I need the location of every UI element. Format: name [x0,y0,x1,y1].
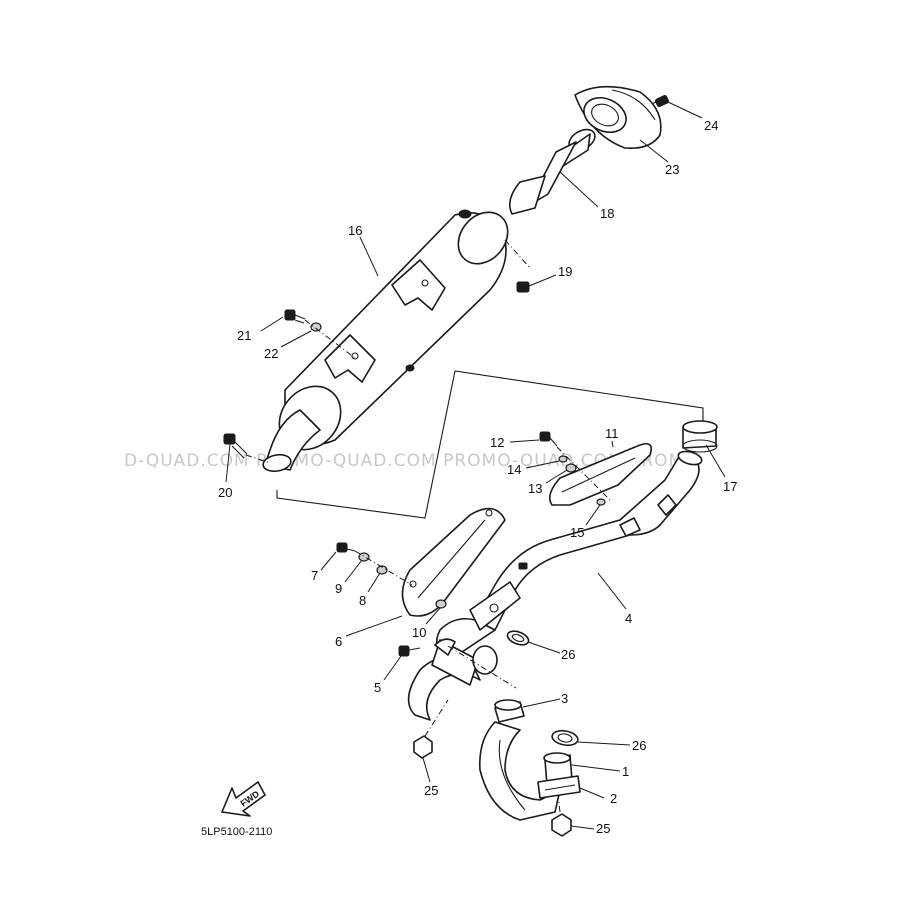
callout-3: 3 [561,691,568,706]
callout-5: 5 [374,680,381,695]
centerline-bolt-7 [354,550,413,586]
part-12-bolt [539,431,558,447]
callout-15: 15 [570,525,584,540]
part-21-bolt [284,309,306,324]
part-26-gasket-lower [551,729,579,747]
part-24-screw [651,94,669,108]
part-20-bolt [223,433,248,459]
part-16-muffler [262,209,509,473]
part-14-washer [558,455,568,463]
part-2-flange [537,775,581,799]
part-23-tail-cap [574,85,662,150]
callout-8: 8 [359,593,366,608]
callout-26-lower: 26 [632,738,646,753]
header-front-pipe [407,638,517,721]
part-18-inner-pipe [509,128,596,215]
callout-12: 12 [490,435,504,450]
callout-4: 4 [625,611,632,626]
callout-25-right: 25 [596,821,610,836]
callout-23: 23 [665,162,679,177]
part-15-collar [596,498,606,506]
part-25-nut-right [551,794,572,837]
leader-lines [225,101,726,830]
callout-26-upper: 26 [561,647,575,662]
assembly-frame [276,370,704,519]
part-26-gasket-upper [506,630,530,646]
part-8-washer [376,565,388,575]
callout-24: 24 [704,118,718,133]
callout-13: 13 [528,481,542,496]
callout-16: 16 [348,223,362,238]
callout-11: 11 [605,426,619,441]
callout-10: 10 [412,625,426,640]
callout-19: 19 [558,264,572,279]
part-17-gasket [682,420,718,453]
callout-17: 17 [723,479,737,494]
callout-1: 1 [622,764,629,779]
callout-21: 21 [237,328,251,343]
part-11-heat-protector [549,442,653,506]
part-9-washer [358,552,370,562]
header-lower-pipe [478,721,561,821]
part-13-collar [565,463,577,473]
diagram-code: 5LP5100-2110 [201,826,272,838]
fwd-arrow-icon: FWD [221,781,266,817]
callout-25-left: 25 [424,783,438,798]
part-25-nut-left [413,699,449,759]
centerline-bolt-20 [245,454,271,464]
part-7-bolt [336,542,356,553]
callout-9: 9 [335,581,342,596]
part-10-collar [435,599,447,609]
callout-6: 6 [335,634,342,649]
part-6-heat-protector [401,507,506,617]
callout-7: 7 [311,568,318,583]
callout-20: 20 [218,485,232,500]
callout-14: 14 [507,462,521,477]
part-3-joint [494,699,525,723]
part-5-bolt [398,645,421,657]
part-19-bolt [516,281,530,293]
centerline-muffler-inner [504,239,531,269]
callout-2: 2 [610,791,617,806]
centerline-bolt-21 [304,319,356,359]
part-22-washer [310,322,322,332]
callout-22: 22 [264,346,278,361]
callout-18: 18 [600,206,614,221]
